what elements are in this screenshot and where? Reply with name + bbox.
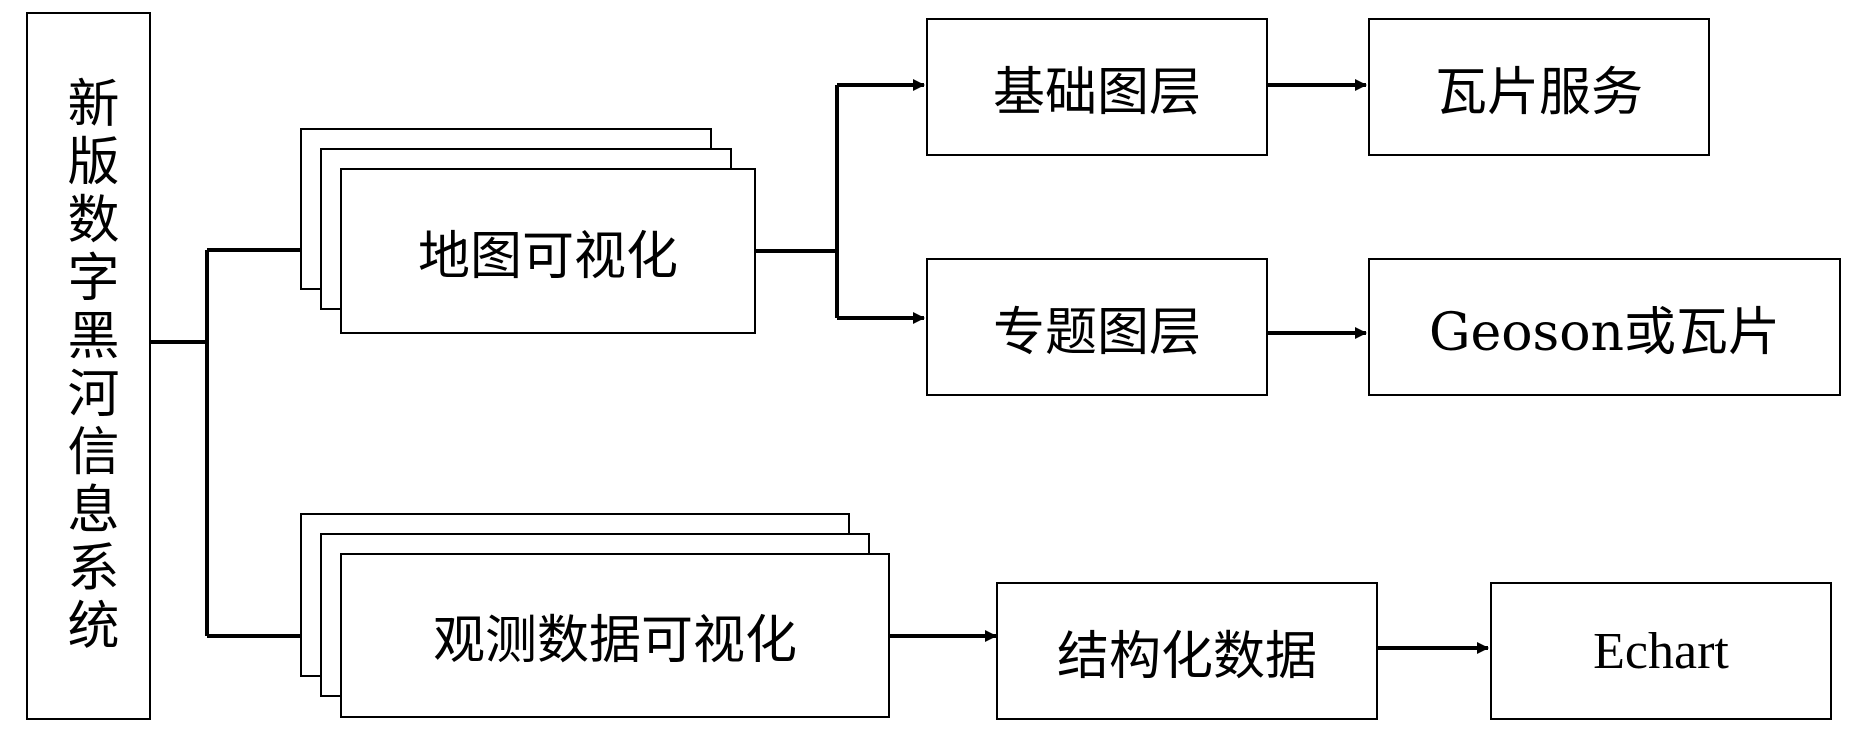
base-layer-label: 基础图层 — [992, 62, 1201, 123]
map-vis-label: 地图可视化 — [417, 226, 678, 287]
thematic-layer-box: 专题图层 — [926, 258, 1268, 396]
root-system-label: 新版数字黑河信息系统 — [58, 76, 118, 656]
root-system-box: 新版数字黑河信息系统 — [26, 12, 151, 720]
echart-box: Echart — [1490, 582, 1832, 720]
structured-data-label: 结构化数据 — [1056, 626, 1317, 687]
tile-service-label: 瓦片服务 — [1434, 62, 1643, 123]
echart-label: Echart — [1593, 622, 1729, 680]
geoson-label: Geoson或瓦片 — [1428, 302, 1781, 363]
geoson-box: Geoson或瓦片 — [1368, 258, 1841, 396]
thematic-layer-label: 专题图层 — [992, 302, 1201, 363]
obs-vis-label: 观测数据可视化 — [432, 611, 797, 671]
tile-service-box: 瓦片服务 — [1368, 18, 1710, 156]
structured-data-box: 结构化数据 — [996, 582, 1378, 720]
obs-vis-box: 观测数据可视化 — [340, 553, 890, 718]
map-vis-box: 地图可视化 — [340, 168, 756, 334]
base-layer-box: 基础图层 — [926, 18, 1268, 156]
